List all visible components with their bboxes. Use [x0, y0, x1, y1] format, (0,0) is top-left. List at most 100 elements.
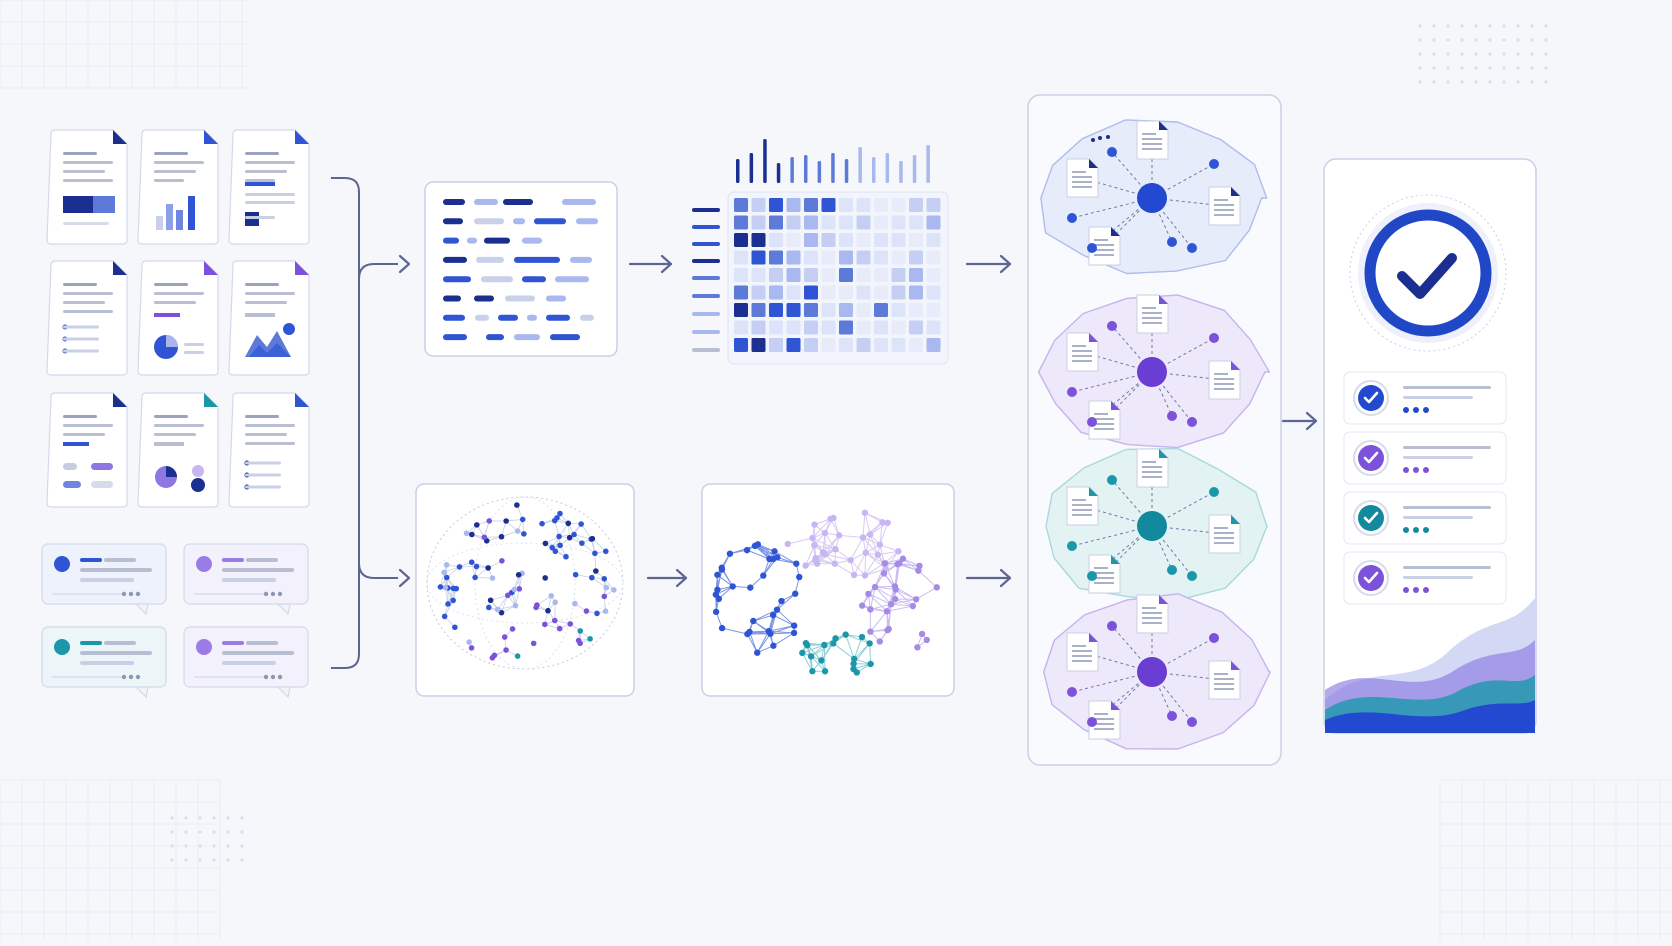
graph-node [770, 612, 776, 618]
matrix-cell [909, 303, 923, 317]
matrix-cell [857, 251, 871, 265]
graph-node [881, 570, 887, 576]
matrix-cell [874, 286, 888, 300]
matrix-cell [892, 198, 906, 212]
graph-node [924, 637, 930, 643]
matrix-cell [804, 251, 818, 265]
matrix-cell [874, 233, 888, 247]
arrow-clusters-to-results [1283, 413, 1316, 429]
cluster-hub [1137, 357, 1167, 387]
matrix-cell [874, 198, 888, 212]
matrix-cell [752, 198, 766, 212]
graph-node [802, 562, 808, 568]
matrix-cell [804, 321, 818, 335]
token [503, 199, 533, 205]
data-point [469, 559, 475, 565]
data-point [490, 655, 496, 661]
document-icon [47, 393, 127, 507]
graph-node [919, 631, 925, 637]
data-point [441, 570, 447, 576]
attention-bar [763, 139, 767, 183]
data-point [472, 575, 478, 581]
token-sequences [425, 182, 617, 356]
data-point [488, 597, 494, 603]
graph-node [809, 668, 815, 674]
data-point [495, 607, 501, 613]
data-point [515, 528, 521, 534]
node-dot [1167, 565, 1177, 575]
node-dot [1187, 571, 1197, 581]
graph-node [886, 626, 892, 632]
graph-node [778, 598, 784, 604]
token [522, 238, 542, 244]
token [484, 238, 510, 244]
data-point [464, 530, 470, 536]
matrix-cell [857, 268, 871, 282]
matrix-cell [752, 338, 766, 352]
graph-node [750, 618, 756, 624]
matrix-cell [927, 303, 941, 317]
data-point [505, 593, 511, 599]
graph-node [771, 548, 777, 554]
data-point [594, 611, 600, 617]
data-point [554, 515, 560, 521]
matrix-cell [892, 251, 906, 265]
graph-node [859, 634, 865, 640]
graph-node [754, 649, 760, 655]
data-point [486, 518, 492, 524]
graph-node [892, 583, 898, 589]
document-icon [1137, 595, 1168, 633]
graph-node [820, 549, 826, 555]
matrix-cell [892, 233, 906, 247]
data-point [490, 575, 496, 581]
data-point [503, 647, 509, 653]
matrix-cell [752, 233, 766, 247]
matrix-cell [892, 338, 906, 352]
attention-bar [818, 161, 822, 183]
topic-clusters [1028, 95, 1281, 765]
token [443, 199, 465, 205]
matrix-cell [909, 338, 923, 352]
graph-node [811, 521, 817, 527]
source-documents [47, 130, 309, 507]
matrix-cell [769, 233, 783, 247]
graph-node [854, 669, 860, 675]
graph-node [747, 584, 753, 590]
matrix-cell [769, 268, 783, 282]
matrix-cell [752, 268, 766, 282]
data-point [567, 621, 573, 627]
arrow-cloud-to-graph [648, 570, 686, 586]
matrix-cell [734, 268, 748, 282]
graph-node [827, 516, 833, 522]
data-point [571, 532, 577, 538]
graph-node [867, 531, 873, 537]
matrix-cell [839, 251, 853, 265]
data-point [510, 626, 516, 632]
graph-node [822, 668, 828, 674]
token [513, 218, 525, 224]
data-point [601, 576, 607, 582]
document-icon [1209, 361, 1240, 399]
token [546, 296, 566, 302]
matrix-cell [769, 338, 783, 352]
graph-node [792, 591, 798, 597]
matrix-cell [769, 251, 783, 265]
graph-node [910, 603, 916, 609]
matrix-cell [769, 303, 783, 317]
graph-node [842, 631, 848, 637]
matrix-cell [787, 338, 801, 352]
graph-node [808, 653, 814, 659]
graph-node [832, 635, 838, 641]
graph-node [879, 519, 885, 525]
token [443, 334, 467, 340]
data-point [513, 603, 519, 609]
matrix-cell [752, 303, 766, 317]
node-dot [1067, 213, 1077, 223]
data-point [545, 608, 551, 614]
knowledge-graph [702, 484, 954, 696]
document-icon [138, 130, 218, 244]
graph-node [859, 602, 865, 608]
token [475, 315, 489, 321]
source-messages [42, 544, 308, 697]
matrix-cell [927, 338, 941, 352]
